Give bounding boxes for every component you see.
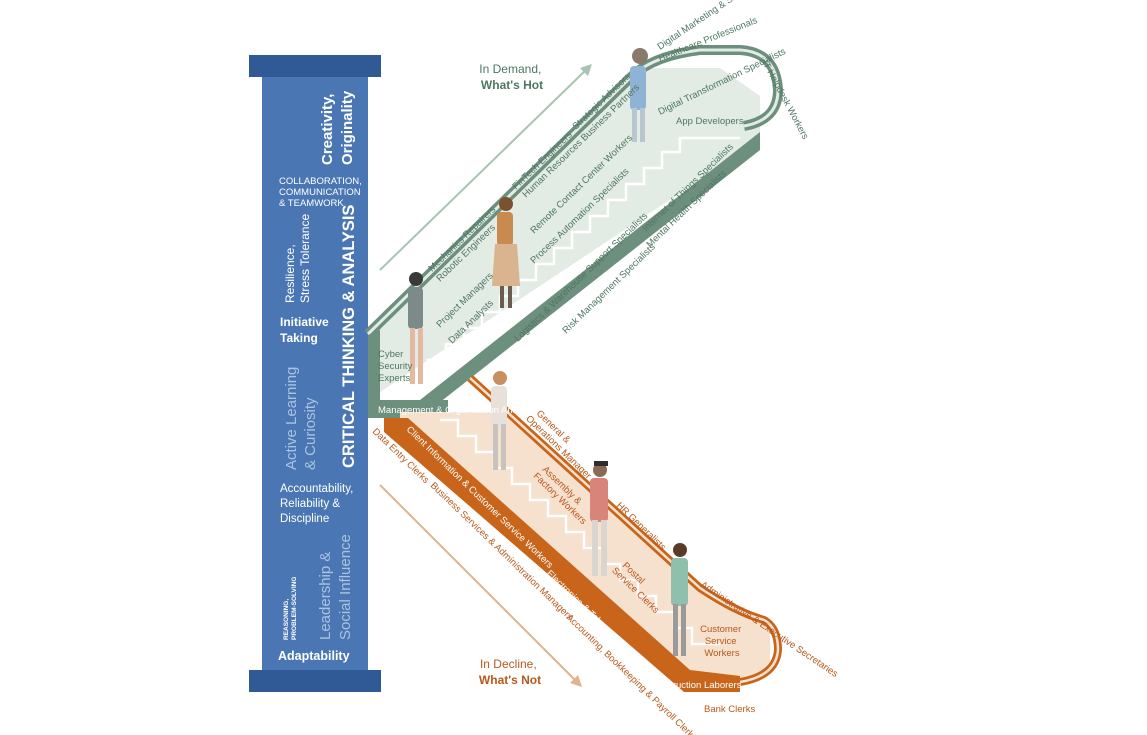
job-customer-service: Customer Service Workers	[700, 624, 744, 659]
job-it-helpdesk: IT Helpdesk Workers	[759, 58, 810, 141]
job-bank-clerks: Bank Clerks	[704, 704, 755, 715]
up-escalator-steps	[408, 136, 740, 390]
trend-up-label: In Demand, What's Hot	[479, 62, 544, 92]
person-top	[630, 48, 648, 142]
trend-arrow-up	[379, 64, 592, 271]
skill-leadership: Leadership & Social Influence	[317, 534, 354, 640]
skill-initiative: Initiative Taking	[280, 315, 332, 345]
skill-critical-thinking: CRITICAL THINKING & ANALYSIS	[340, 205, 358, 468]
down-escalator-base	[384, 418, 740, 692]
trend-down-label: In Decline, What's Not	[479, 657, 541, 687]
trend-arrow-down	[379, 484, 582, 687]
job-management-analysts: Management & Organization Analysts	[378, 405, 537, 416]
person-down-3	[671, 543, 688, 656]
person-down-1	[491, 371, 507, 470]
person-lower-up	[408, 272, 423, 384]
up-escalator	[364, 45, 783, 418]
pillar-top-cap	[249, 55, 381, 77]
job-construction: Construction Laborers	[648, 680, 742, 691]
skill-active-learning: Active Learning & Curiosity	[283, 362, 319, 470]
person-down-2	[590, 461, 608, 576]
skill-resilience: Resilience, Stress Tolerance	[283, 214, 312, 303]
skill-collaboration: COLLABORATION, COMMUNICATION & TEAMWORK	[279, 176, 364, 209]
pillar-bottom-cap	[249, 670, 381, 692]
down-escalator-steps	[440, 418, 720, 646]
job-app-developers: App Developers	[676, 116, 744, 127]
pillar-body	[262, 77, 368, 670]
skills-pillar: Creativity, Originality COLLABORATION, C…	[249, 55, 381, 692]
person-middle	[492, 197, 520, 308]
job-cyber: Cyber Security Experts	[378, 349, 415, 384]
skill-reasoning: REASONING, PROBLEM-SOLVING	[283, 577, 298, 640]
skill-creativity: Creativity, Originality	[319, 89, 356, 165]
skill-accountability: Accountability, Reliability & Discipline	[280, 483, 357, 525]
skill-adaptability: Adaptability	[278, 649, 350, 663]
